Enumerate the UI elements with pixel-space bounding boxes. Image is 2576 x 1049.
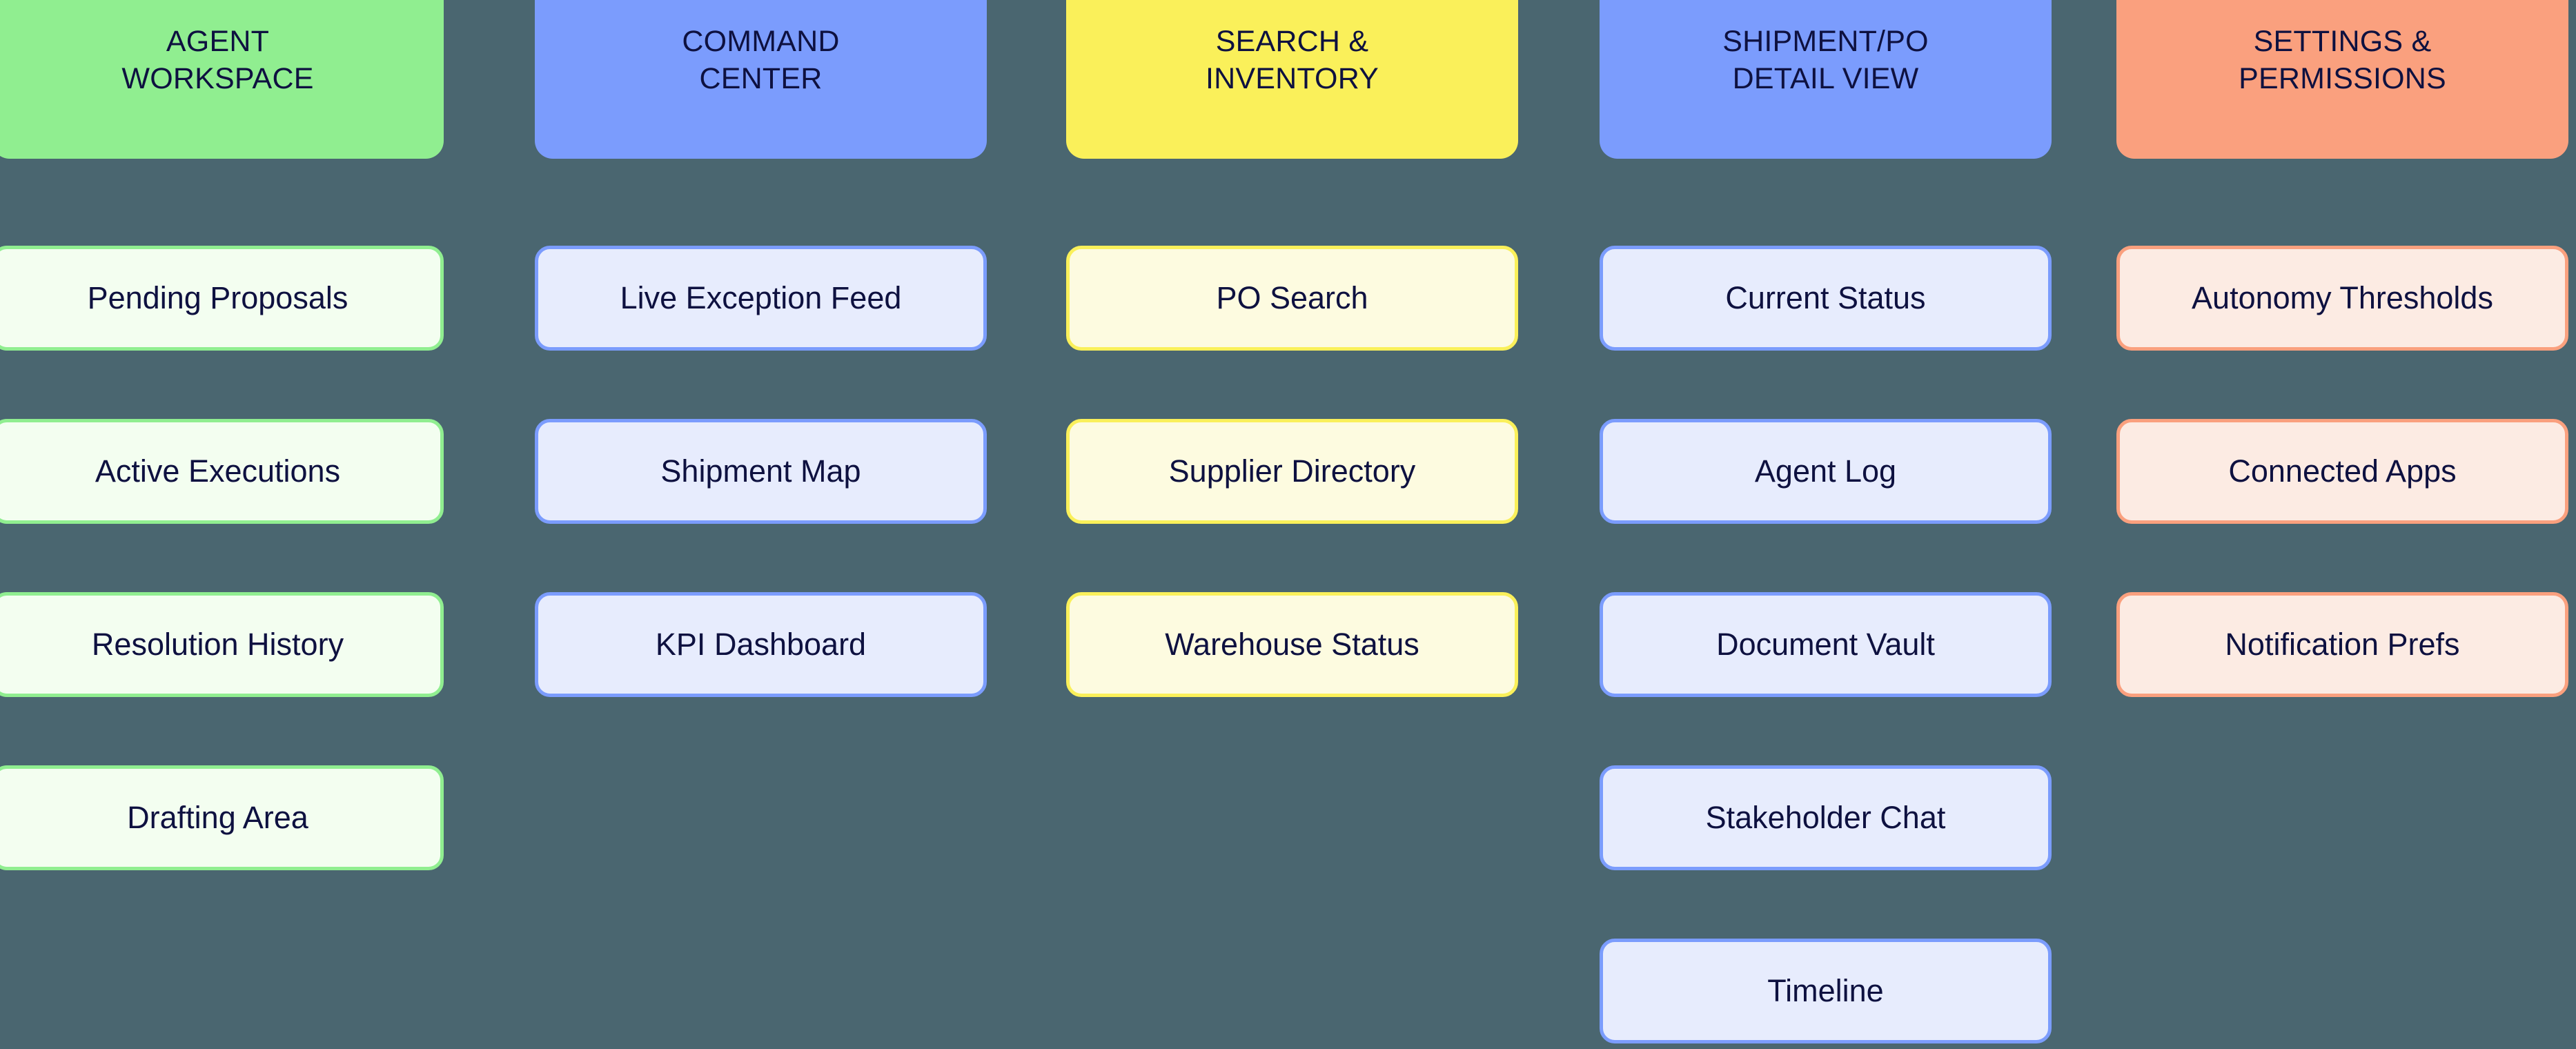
- nav-item-label: Autonomy Thresholds: [2192, 280, 2493, 315]
- nav-item-card[interactable]: Stakeholder Chat: [1600, 765, 2052, 870]
- nav-item-label: KPI Dashboard: [655, 627, 867, 662]
- column-header-line-1: AGENT: [166, 25, 270, 59]
- nav-item-card[interactable]: Supplier Directory: [1066, 419, 1518, 524]
- column-header-line-2: INVENTORY: [1205, 62, 1379, 95]
- column-header-line-1: SEARCH &: [1215, 25, 1369, 59]
- column-header-line-1: SHIPMENT/PO: [1722, 25, 1929, 59]
- nav-item-card[interactable]: Document Vault: [1600, 592, 2052, 697]
- nav-item-label: Connected Apps: [2228, 453, 2457, 489]
- column-header-line-2: PERMISSIONS: [2239, 62, 2446, 95]
- nav-item-label: Supplier Directory: [1168, 453, 1416, 489]
- column-header-line-2: CENTER: [699, 62, 823, 95]
- nav-item-label: Resolution History: [91, 627, 344, 662]
- nav-item-card[interactable]: Timeline: [1600, 939, 2052, 1043]
- nav-item-label: Warehouse Status: [1165, 627, 1419, 662]
- nav-item-card[interactable]: Connected Apps: [2116, 419, 2568, 524]
- nav-item-label: Active Executions: [95, 453, 341, 489]
- column-header-search-inventory[interactable]: SEARCH &INVENTORY: [1066, 0, 1518, 159]
- nav-item-label: Stakeholder Chat: [1705, 800, 1946, 835]
- nav-item-card[interactable]: Warehouse Status: [1066, 592, 1518, 697]
- nav-item-label: Drafting Area: [127, 800, 308, 835]
- column-header-line-2: WORKSPACE: [121, 62, 314, 95]
- nav-item-label: Pending Proposals: [87, 280, 348, 315]
- nav-item-card[interactable]: Agent Log: [1600, 419, 2052, 524]
- nav-item-label: PO Search: [1216, 280, 1368, 315]
- column-header-settings-permissions[interactable]: SETTINGS &PERMISSIONS: [2116, 0, 2568, 159]
- column-header-line-1: COMMAND: [682, 25, 840, 59]
- nav-item-label: Document Vault: [1716, 627, 1935, 662]
- nav-item-label: Timeline: [1767, 973, 1884, 1008]
- nav-item-card[interactable]: Drafting Area: [0, 765, 444, 870]
- column-header-line-1: SETTINGS &: [2253, 25, 2432, 59]
- nav-item-card[interactable]: Pending Proposals: [0, 246, 444, 351]
- nav-item-card[interactable]: Autonomy Thresholds: [2116, 246, 2568, 351]
- nav-item-card[interactable]: KPI Dashboard: [535, 592, 987, 697]
- nav-item-label: Live Exception Feed: [620, 280, 902, 315]
- nav-item-card[interactable]: PO Search: [1066, 246, 1518, 351]
- nav-item-card[interactable]: Notification Prefs: [2116, 592, 2568, 697]
- column-header-text: SEARCH &INVENTORY: [1206, 23, 1379, 98]
- column-header-text: SETTINGS &PERMISSIONS: [2239, 23, 2446, 98]
- nav-item-card[interactable]: Active Executions: [0, 419, 444, 524]
- nav-item-label: Shipment Map: [660, 453, 861, 489]
- nav-item-card[interactable]: Shipment Map: [535, 419, 987, 524]
- column-header-line-2: DETAIL VIEW: [1732, 62, 1919, 95]
- nav-item-label: Current Status: [1725, 280, 1926, 315]
- nav-item-card[interactable]: Live Exception Feed: [535, 246, 987, 351]
- nav-item-card[interactable]: Current Status: [1600, 246, 2052, 351]
- nav-item-label: Agent Log: [1754, 453, 1897, 489]
- nav-item-label: Notification Prefs: [2225, 627, 2460, 662]
- nav-item-card[interactable]: Resolution History: [0, 592, 444, 697]
